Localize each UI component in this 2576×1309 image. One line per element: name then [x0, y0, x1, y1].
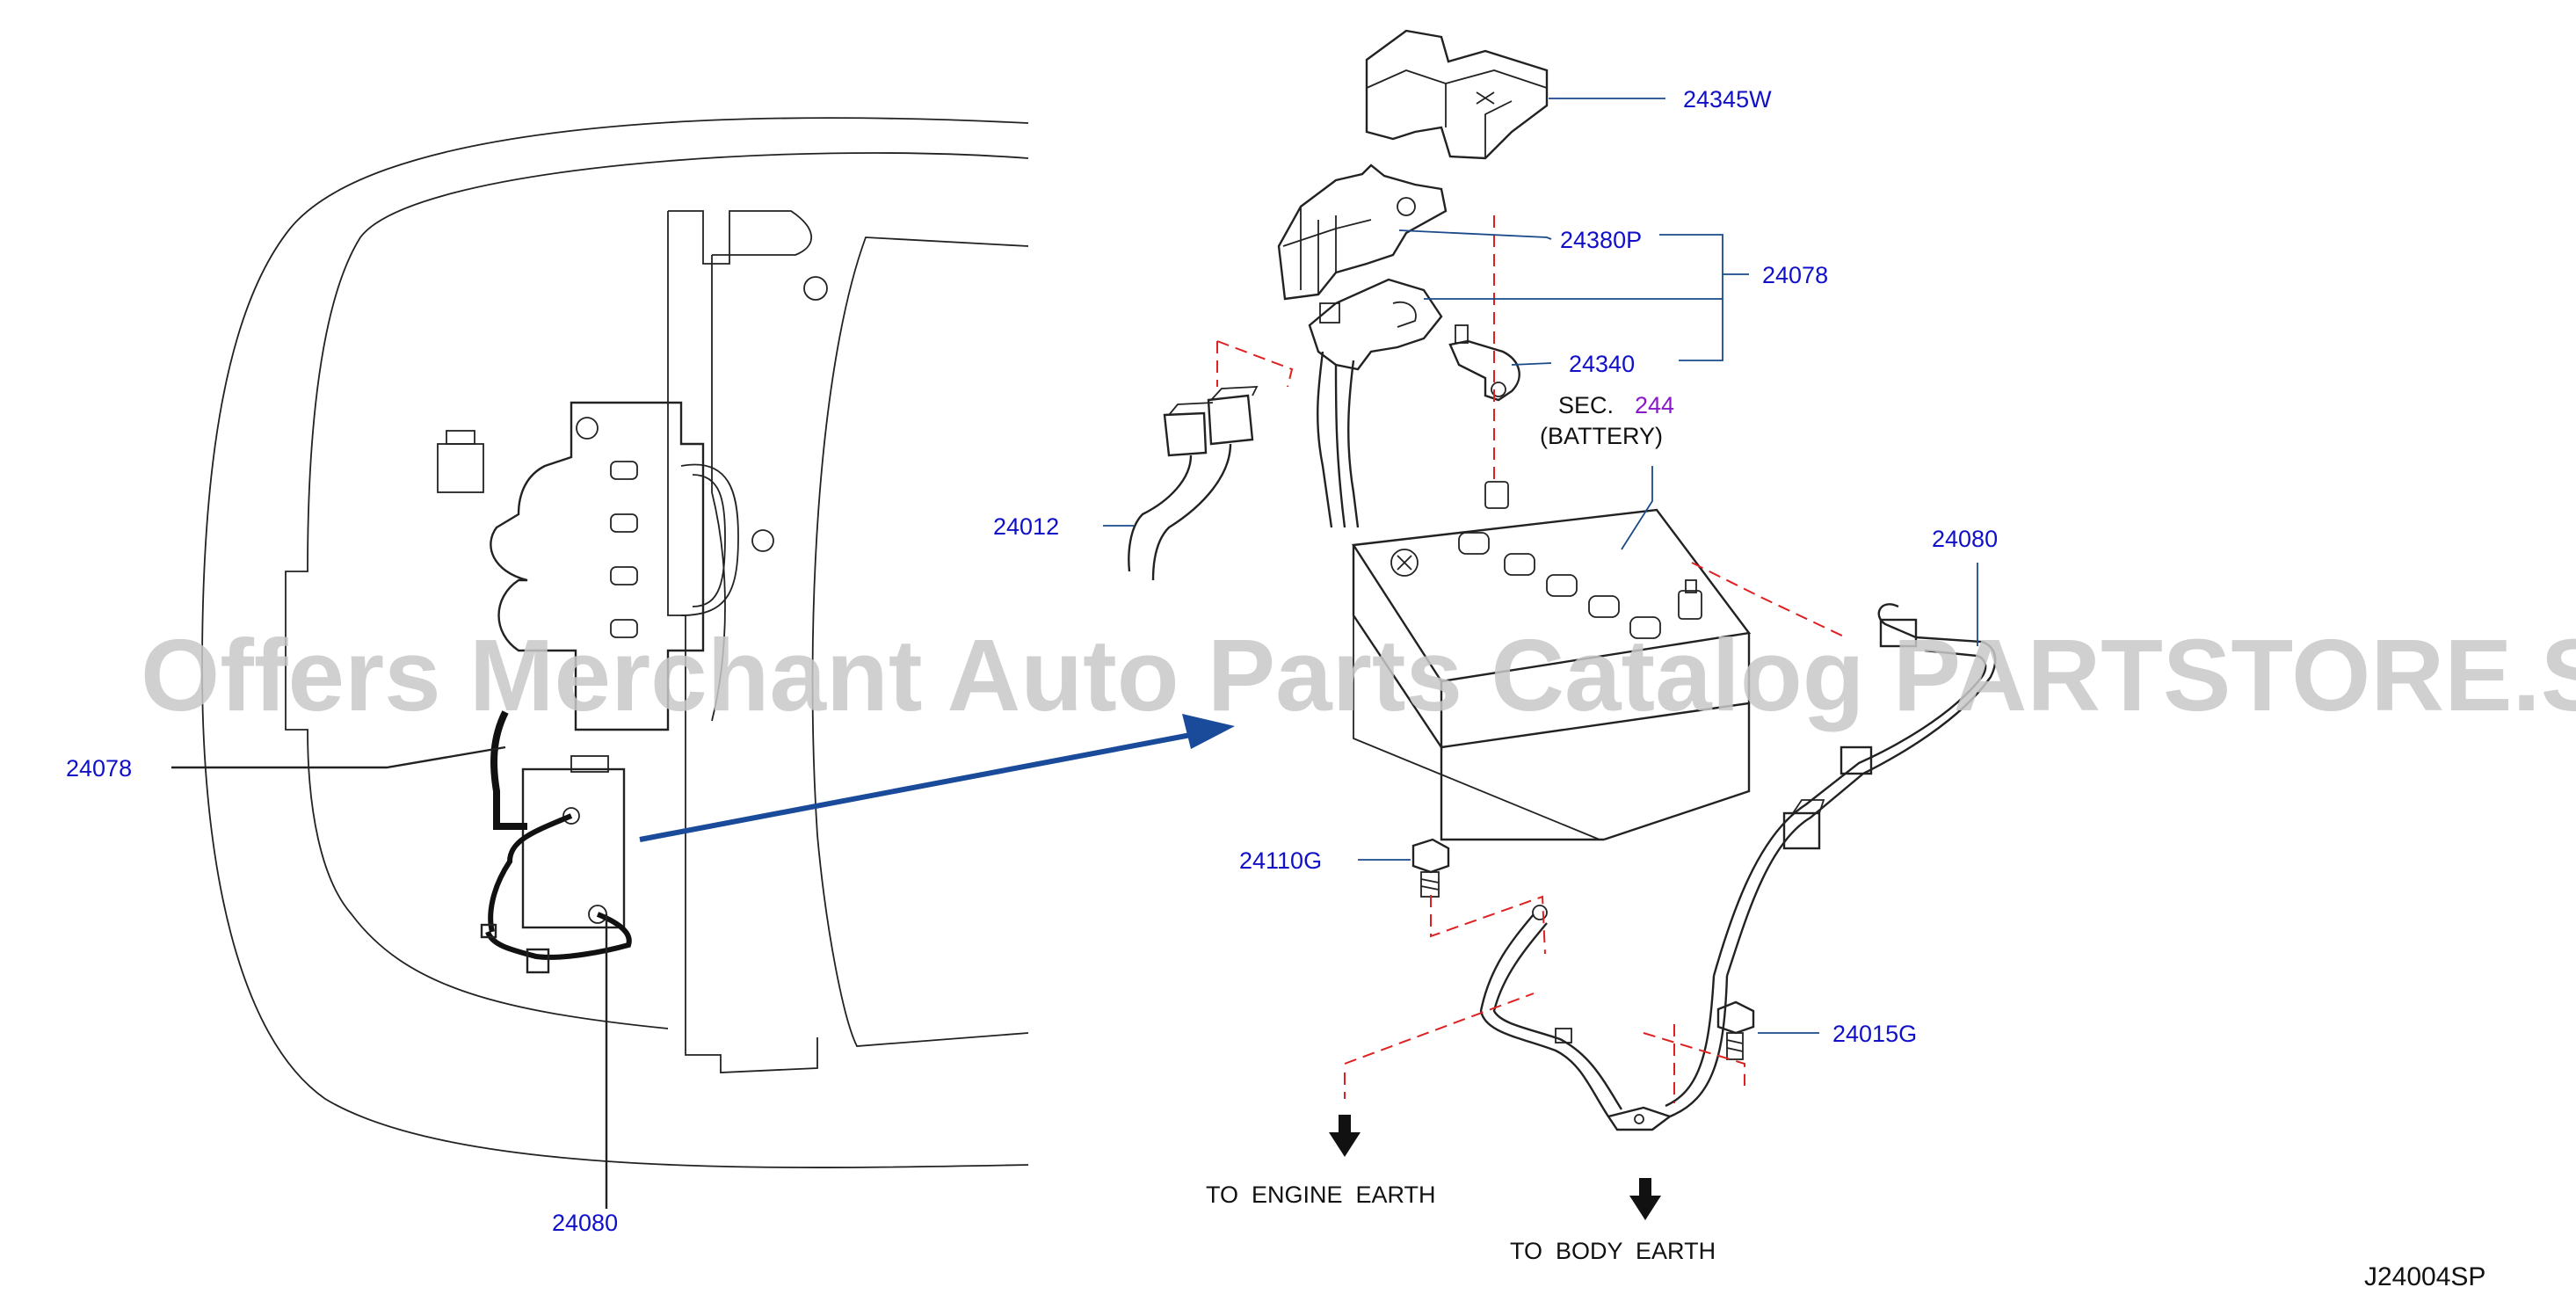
- body-earth-label: TO BODY EARTH: [1510, 1238, 1716, 1264]
- label-24012: 24012: [993, 513, 1059, 540]
- detail-arrow: [639, 714, 1235, 842]
- body-earth-arrow-icon: [1629, 1178, 1661, 1220]
- label-24078-left: 24078: [66, 755, 132, 782]
- engine-earth-arrow-icon: [1329, 1115, 1361, 1157]
- watermark-text: Offers Merchant Auto Parts Catalog PARTS…: [141, 618, 2576, 732]
- label-24015g: 24015G: [1832, 1021, 1917, 1047]
- section-reference: SEC. 244 (BATTERY): [1540, 392, 1674, 449]
- left-leaders: [171, 745, 608, 1209]
- battery-body: [1351, 481, 1752, 841]
- section-prefix: SEC.: [1558, 392, 1614, 418]
- label-24078-right: 24078: [1762, 262, 1828, 288]
- label-24080-left: 24080: [552, 1210, 618, 1236]
- assembly-guides: [1216, 215, 1847, 1103]
- bolt-24110g-part: [1411, 838, 1450, 898]
- spark-plug-row: [610, 461, 638, 638]
- connector-harness-part: [1128, 386, 1259, 581]
- vehicle-battery-outline: [521, 767, 626, 929]
- fusible-link-holder-part: [1277, 164, 1448, 301]
- section-number[interactable]: 244: [1635, 392, 1674, 418]
- engine-earth-cable-part: [1479, 905, 1673, 1131]
- negative-terminal-part: [1448, 324, 1520, 402]
- vehicle-top-view: [201, 117, 1029, 1168]
- label-24340: 24340: [1569, 351, 1635, 377]
- right-leaders: [1103, 98, 1978, 1034]
- bolt-24015g-part: [1716, 1000, 1755, 1060]
- label-24380p: 24380P: [1560, 227, 1642, 253]
- figure-code: J24004SP: [2364, 1262, 2485, 1291]
- terminal-cover-part: [1365, 29, 1549, 160]
- positive-terminal-clamp-part: [1308, 278, 1443, 528]
- label-24080-right: 24080: [1932, 526, 1998, 552]
- label-24110g: 24110G: [1239, 847, 1322, 874]
- engine-earth-label: TO ENGINE EARTH: [1206, 1182, 1436, 1208]
- battery-cable-part: [1665, 603, 1997, 1118]
- label-24345w: 24345W: [1683, 86, 1772, 113]
- section-label: (BATTERY): [1540, 423, 1663, 449]
